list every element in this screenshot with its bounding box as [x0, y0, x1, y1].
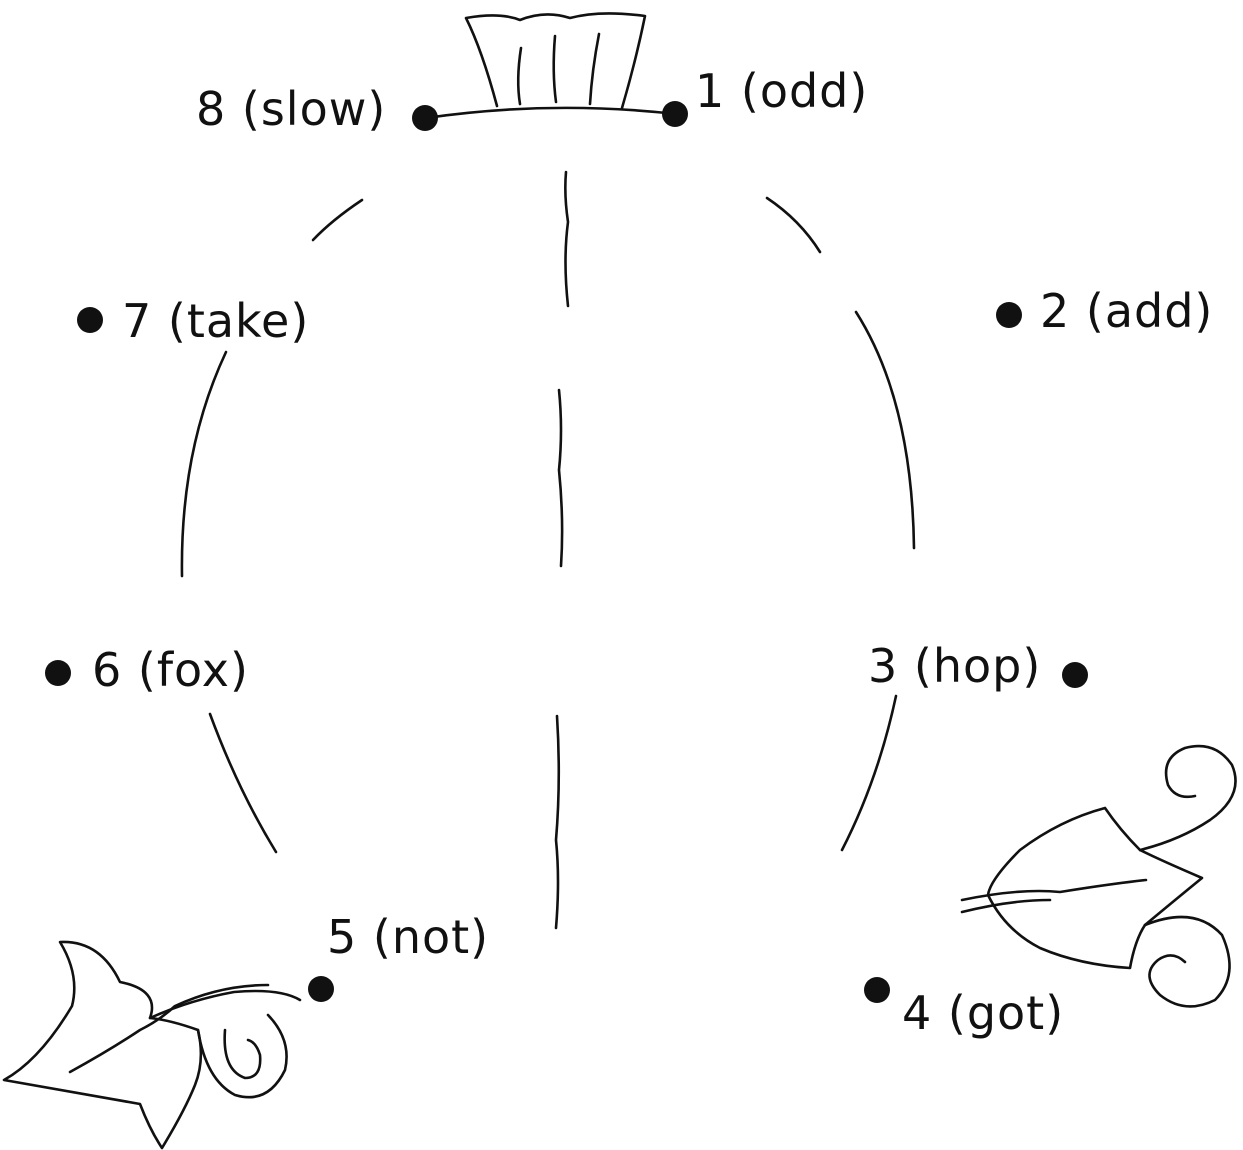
label-point-8: 8 (slow) — [196, 82, 387, 136]
label-point-4: 4 (got) — [902, 986, 1065, 1040]
label-point-1: 1 (odd) — [695, 64, 869, 118]
dot-2[interactable] — [996, 302, 1022, 328]
leaf-vine-left — [2, 940, 302, 1150]
label-point-7: 7 (take) — [122, 294, 310, 348]
leaf-vine-right — [960, 744, 1237, 1008]
dot-4[interactable] — [864, 977, 890, 1003]
label-point-3: 3 (hop) — [868, 639, 1042, 693]
dot-1[interactable] — [662, 101, 688, 127]
dot-8[interactable] — [412, 105, 438, 131]
pumpkin-stem — [424, 12, 678, 120]
pumpkin-rib-lines — [180, 170, 916, 930]
label-point-2: 2 (add) — [1040, 284, 1214, 338]
dot-5[interactable] — [308, 976, 334, 1002]
dot-3[interactable] — [1062, 662, 1088, 688]
label-point-5: 5 (not) — [327, 910, 490, 964]
dot-6[interactable] — [45, 660, 71, 686]
label-point-6: 6 (fox) — [92, 643, 249, 697]
dot-7[interactable] — [77, 307, 103, 333]
